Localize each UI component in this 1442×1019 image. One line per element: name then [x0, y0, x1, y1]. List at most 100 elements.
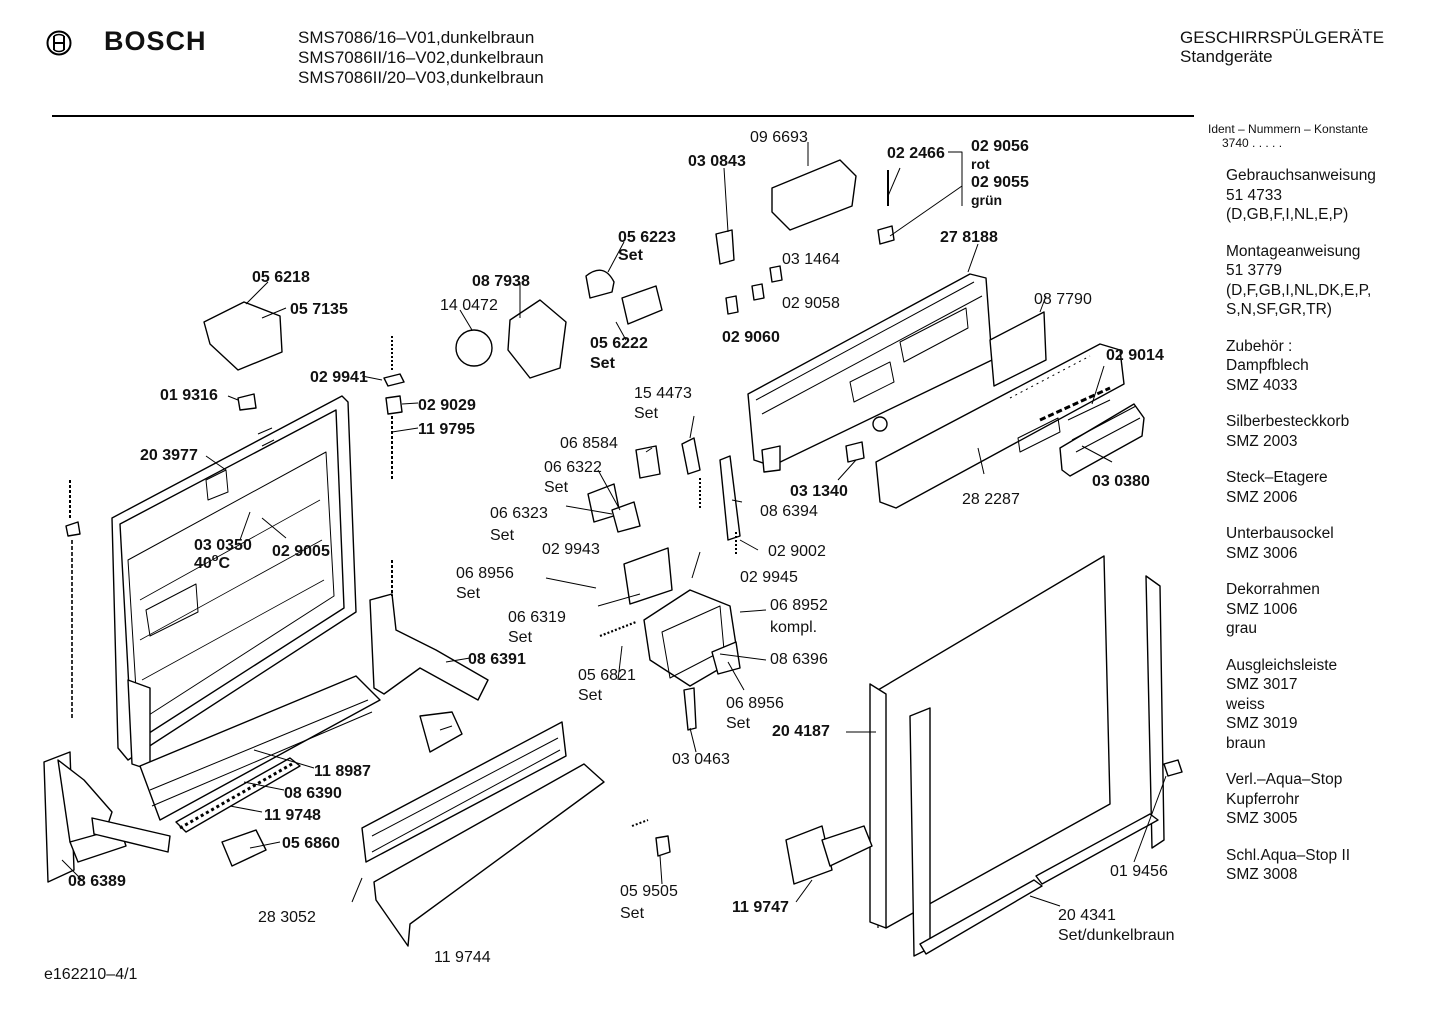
callout-label: Set — [726, 715, 751, 732]
callout-label: 08 7938 — [472, 273, 530, 290]
callout-label: 02 9014 — [1106, 347, 1164, 364]
ident-value: 3740 . . . . . — [1222, 136, 1283, 150]
callout-label: 08 6396 — [770, 651, 828, 668]
header-rule — [52, 115, 1194, 117]
control-fascia — [747, 273, 993, 473]
accessory-line: SMZ 2006 — [1226, 488, 1298, 506]
callout-label: 28 3052 — [258, 909, 316, 926]
callout-label: 11 8987 — [314, 763, 371, 780]
callout-label: 06 8956 — [726, 695, 784, 712]
model-line: SMS7086II/20–V03,dunkelbraun — [298, 68, 544, 87]
callout-label: 03 1464 — [782, 251, 840, 268]
accessory-line: SMZ 1006 — [1226, 600, 1298, 618]
callout-label: Set — [618, 247, 644, 264]
callout-label: 28 2287 — [962, 491, 1020, 508]
accessory-line: Zubehör : — [1226, 337, 1293, 355]
accessory-line: Gebrauchsanweisung — [1226, 167, 1376, 184]
callout-label: 08 6389 — [68, 873, 126, 890]
callout-label: 14 0472 — [440, 297, 498, 314]
callout-label: rot — [971, 156, 990, 172]
callout-label: 02 9005 — [272, 543, 330, 560]
accessory-line: Ausgleichsleiste — [1226, 656, 1338, 674]
callout-label: Set — [620, 905, 645, 922]
accessory-list: Gebrauchsanweisung 51 4733 (D,GB,F,I,NL,E,… — [1226, 166, 1376, 902]
callout-label: 02 9029 — [418, 397, 476, 414]
accessory-line: braun — [1226, 734, 1266, 752]
callout-label: 02 9058 — [782, 295, 840, 312]
callout-label: 02 9943 — [542, 541, 600, 558]
outer-door-panel — [869, 555, 1165, 957]
callout-label: 06 6319 — [508, 609, 566, 626]
accessory-line: SMZ 3017 — [1226, 676, 1298, 693]
accessory-line: Dekorrahmen — [1226, 581, 1320, 598]
callout-label: Set/dunkelbraun — [1058, 927, 1175, 944]
callout-label: 02 9055 — [971, 174, 1029, 191]
accessory-line: 51 3779 — [1226, 262, 1283, 279]
accessory-line: Verl.–Aqua–Stop — [1226, 771, 1343, 788]
callout-label: 20 4187 — [772, 723, 830, 740]
callout-label: 03 0843 — [688, 153, 746, 170]
part-drawings — [43, 142, 1183, 957]
door-bottom-rail — [139, 675, 381, 833]
bosch-logo-icon — [46, 30, 72, 56]
door-hinge-left — [43, 480, 171, 883]
part-callouts: 09 6693 03 0843 02 2466 02 9056 rot 02 9… — [68, 129, 1175, 966]
push-button-block — [989, 311, 1145, 477]
callout-label: 40oC — [194, 552, 231, 572]
callout-label: 08 6391 — [468, 651, 526, 668]
callout-label: Set — [490, 527, 515, 544]
callout-label: 05 9505 — [620, 883, 678, 900]
callout-label: 02 9941 — [310, 369, 368, 386]
accessory-line: (D,F,GB,I,NL,DK,E,P, — [1226, 281, 1372, 299]
accessory-line: SMZ 2003 — [1226, 432, 1298, 450]
callout-label: Set — [544, 479, 569, 496]
callout-label: 08 7790 — [1034, 291, 1092, 308]
callout-label: Set — [508, 629, 533, 646]
accessory-line: grau — [1226, 620, 1258, 637]
callout-label: 15 4473 — [634, 385, 692, 402]
accessory-line: Montageanweisung — [1226, 242, 1361, 260]
detergent-dispenser-parts — [203, 159, 1183, 777]
accessory-line: SMZ 3005 — [1226, 810, 1298, 827]
callout-label: kompl. — [770, 619, 817, 636]
callout-label: 11 9744 — [434, 949, 491, 966]
ident-label: Ident – Nummern – Konstante — [1208, 122, 1369, 136]
callout-label: Set — [456, 585, 481, 602]
callout-label: 02 9060 — [722, 329, 780, 346]
callout-label: 01 9456 — [1110, 863, 1168, 880]
callout-label: 20 3977 — [140, 447, 198, 464]
kick-panel — [221, 711, 605, 947]
callout-label: 05 6223 — [618, 229, 676, 246]
model-line: SMS7086II/16–V02,dunkelbraun — [298, 48, 544, 67]
accessory-line: SMZ 3008 — [1226, 866, 1298, 883]
callout-label: 02 9945 — [740, 569, 798, 586]
callout-label: 11 9795 — [418, 421, 475, 438]
accessory-line: Silberbesteckkorb — [1226, 413, 1350, 430]
callout-label: 02 9002 — [768, 543, 826, 560]
accessory-line: (D,GB,F,I,NL,E,P) — [1226, 206, 1349, 223]
callout-label: C — [219, 555, 231, 572]
accessory-line: Steck–Etagere — [1226, 469, 1328, 486]
callout-label: 20 4341 — [1058, 907, 1116, 924]
callout-label: 11 9747 — [732, 899, 789, 916]
callout-label: 05 6222 — [590, 335, 648, 352]
callout-label: Set — [590, 355, 616, 372]
callout-label: 03 1340 — [790, 483, 848, 500]
callout-label: 01 9316 — [160, 387, 218, 404]
callout-label: o — [212, 552, 219, 564]
callout-label: 08 6390 — [284, 785, 342, 802]
accessory-line: weiss — [1226, 695, 1265, 713]
callout-label: 11 9748 — [264, 807, 321, 824]
callout-label: 40 — [194, 555, 212, 572]
callout-label: Set — [578, 687, 603, 704]
brand-name: BOSCH — [104, 26, 207, 56]
callout-label: Set — [634, 405, 659, 422]
accessory-line: 51 4733 — [1226, 186, 1283, 204]
